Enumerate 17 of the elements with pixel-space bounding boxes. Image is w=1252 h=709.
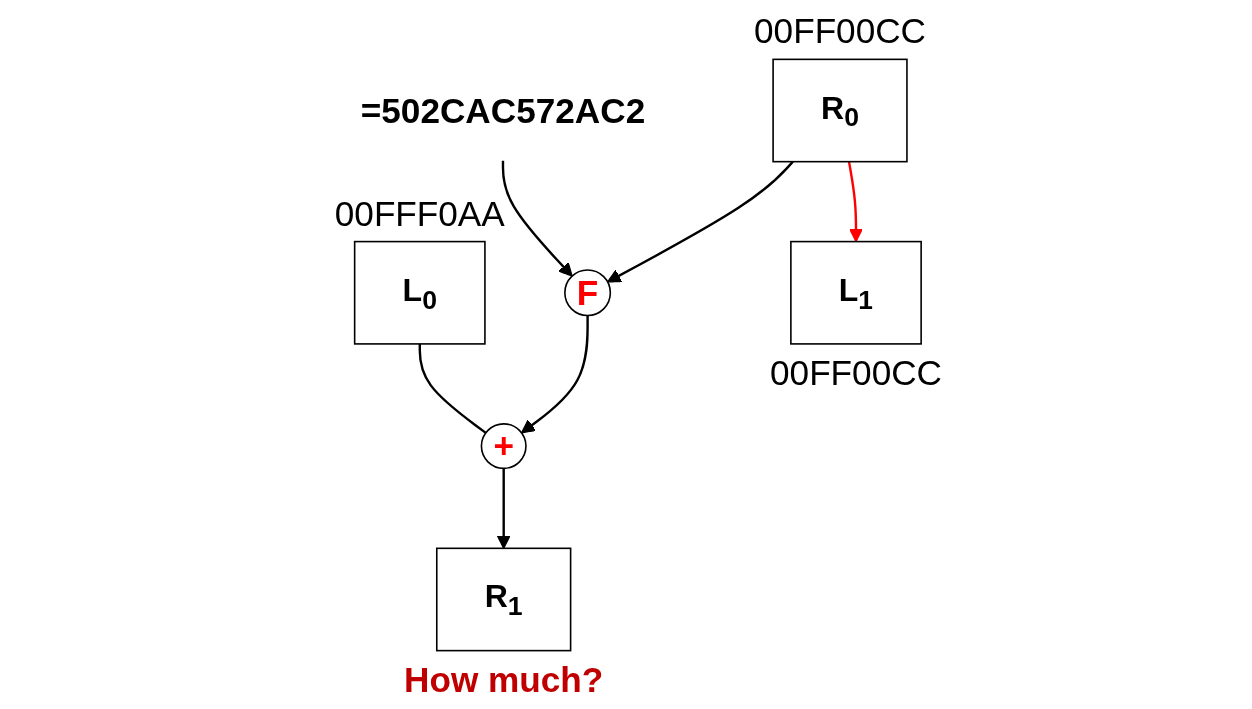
node-box: R$_{0}$	[772, 58, 908, 162]
node-circle: +	[480, 422, 527, 469]
arrow	[496, 467, 511, 549]
hex-value-label: 00FF00CC	[754, 10, 927, 50]
hex-value-label: 00FF00CC	[770, 353, 943, 392]
node-circle: F	[564, 268, 612, 316]
node-text: =502CAC572AC2	[360, 90, 646, 130]
arrow	[607, 160, 794, 283]
question-text: How much?	[404, 659, 604, 699]
node-box: L$_{0}$	[353, 240, 486, 345]
connector	[418, 343, 487, 434]
arrow	[847, 160, 864, 242]
node-box: L$_{1}$	[790, 240, 923, 345]
arrow	[501, 160, 573, 277]
arrow	[521, 315, 589, 433]
hex-value-label: 00FFF0AA	[334, 193, 505, 233]
node-box: R$_{1}$	[436, 547, 572, 651]
